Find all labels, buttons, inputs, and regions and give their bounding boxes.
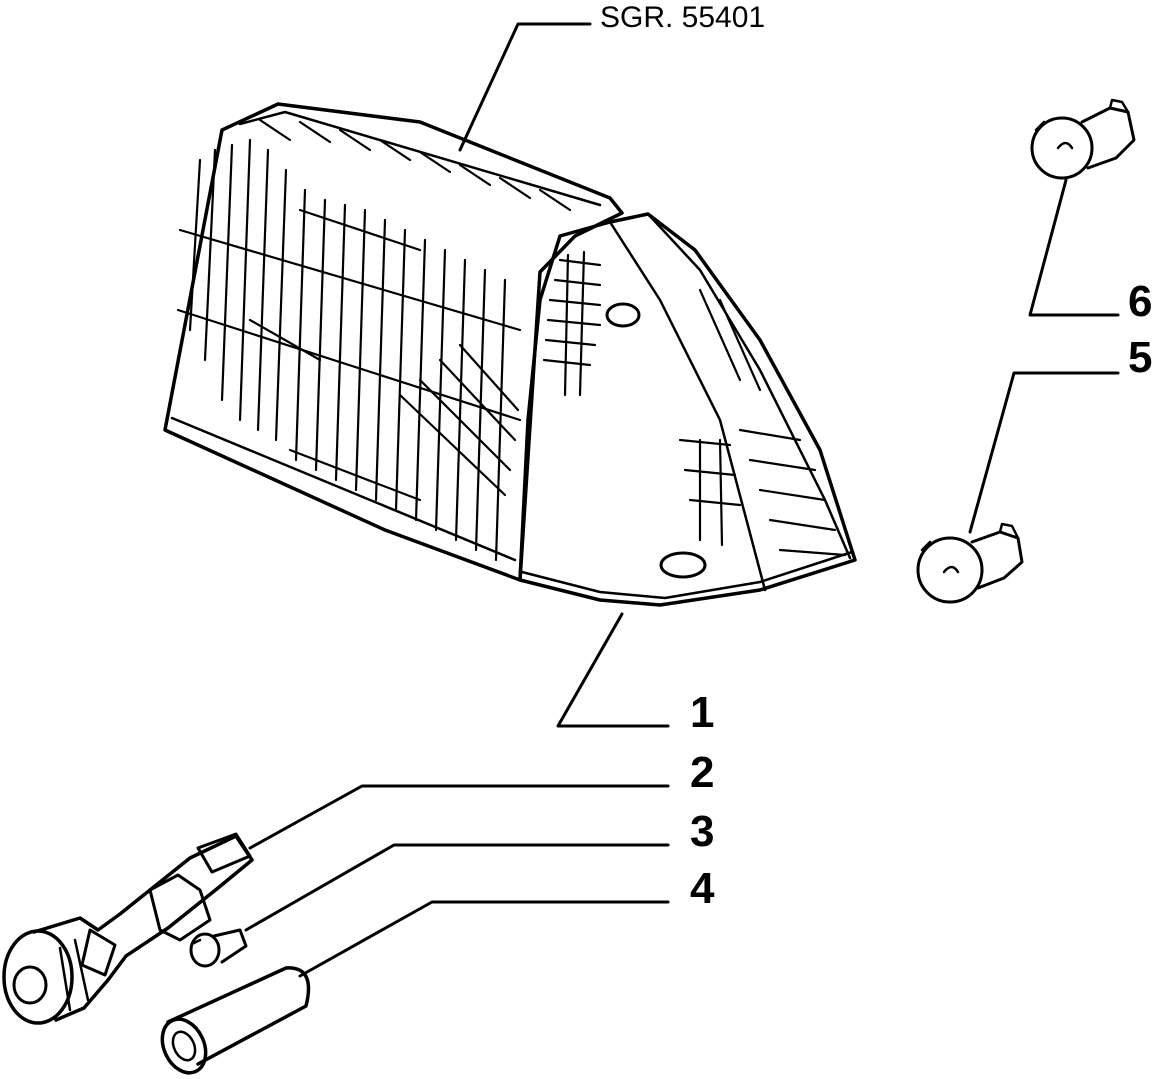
callout-5-leader-line xyxy=(968,371,1120,534)
callout-5-number: 5 xyxy=(1128,333,1152,382)
callout-3-leader-line xyxy=(244,843,670,932)
callout-2-number: 2 xyxy=(690,748,714,797)
bulb-6 xyxy=(1030,98,1136,180)
wedge-bulb-3 xyxy=(189,928,248,968)
reference-label: SGR. 55401 xyxy=(600,1,765,34)
headlamp-assembly xyxy=(163,102,857,607)
callout-3-number: 3 xyxy=(690,807,714,856)
callout-6-number: 6 xyxy=(1128,277,1152,326)
callout-4-number: 4 xyxy=(690,864,715,913)
callout-4-leader-line xyxy=(298,900,670,978)
bulb-5 xyxy=(916,522,1024,604)
reference-leader-line xyxy=(458,22,592,152)
callout-6-leader-line xyxy=(1028,178,1120,317)
lamp-holder-2 xyxy=(2,832,254,1025)
callout-1-number: 1 xyxy=(690,688,714,737)
callout-1-leader-line xyxy=(556,612,670,728)
callout-2-leader-line xyxy=(248,784,670,850)
sleeve-4 xyxy=(160,966,311,1075)
